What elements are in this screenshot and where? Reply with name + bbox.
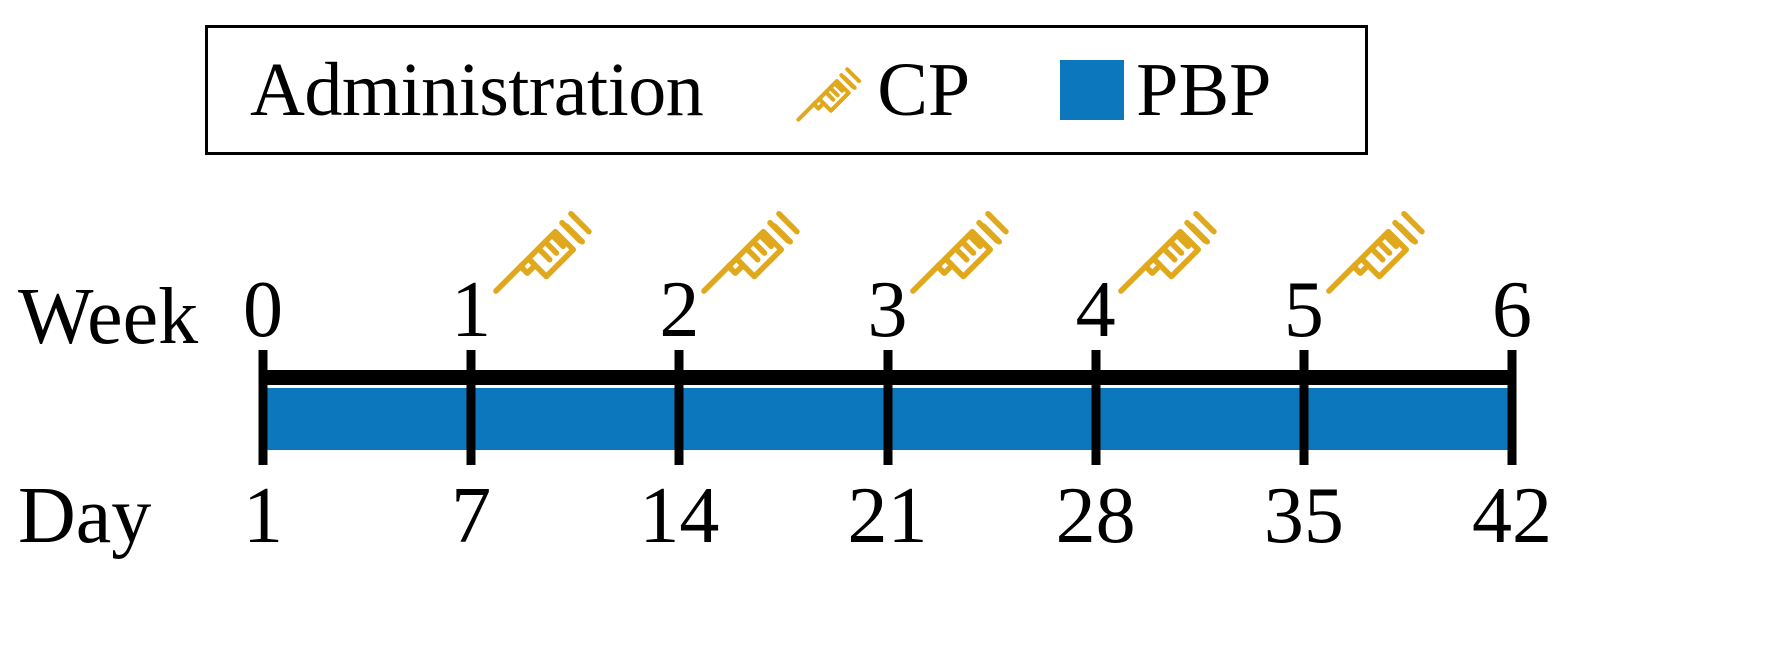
day-tick-label: 42	[1472, 472, 1552, 560]
legend-box: Administration	[205, 25, 1368, 155]
axis-tick	[1507, 350, 1517, 465]
syringe-icon	[791, 53, 865, 127]
blue-square-swatch	[1060, 60, 1125, 120]
syringe-icon	[1112, 188, 1224, 300]
week-tick-label: 6	[1492, 266, 1532, 354]
day-tick-label: 14	[639, 472, 720, 560]
legend-label-cp: CP	[877, 48, 971, 132]
day-tick-label: 7	[451, 472, 492, 560]
week-tick-label: 0	[243, 266, 283, 354]
syringe-icon	[487, 188, 599, 300]
week-row-label: Week	[18, 273, 199, 361]
axis-tick	[674, 350, 684, 465]
axis-tick	[1299, 350, 1309, 465]
axis-tick	[1091, 350, 1101, 465]
week-tick-label: 4	[1075, 266, 1116, 354]
day-row-label: Day	[18, 472, 152, 560]
day-tick-label: 35	[1263, 472, 1344, 560]
axis-tick	[258, 350, 268, 465]
timeline-area: Week Day 0 1 2 3 4 5 6 1 7 14 21 28 35 42	[0, 180, 1784, 640]
week-tick-label: 3	[867, 266, 908, 354]
syringe-icon	[904, 188, 1016, 300]
syringe-icon	[1320, 188, 1432, 300]
legend-entry-cp: CP	[791, 52, 970, 128]
legend-content-row: Administration	[208, 28, 1365, 152]
legend-label-pbp: PBP	[1136, 48, 1272, 132]
week-tick-label: 5	[1283, 266, 1324, 354]
day-tick-label: 28	[1055, 472, 1136, 560]
week-tick-label: 2	[659, 266, 700, 354]
day-tick-label: 21	[847, 472, 928, 560]
legend-title: Administration	[250, 48, 704, 132]
syringe-icon	[695, 188, 807, 300]
legend-entry-pbp: PBP	[1060, 52, 1271, 128]
week-tick-label: 1	[451, 266, 492, 354]
axis-tick	[883, 350, 892, 465]
day-tick-label: 1	[243, 472, 283, 560]
axis-tick	[466, 350, 476, 465]
